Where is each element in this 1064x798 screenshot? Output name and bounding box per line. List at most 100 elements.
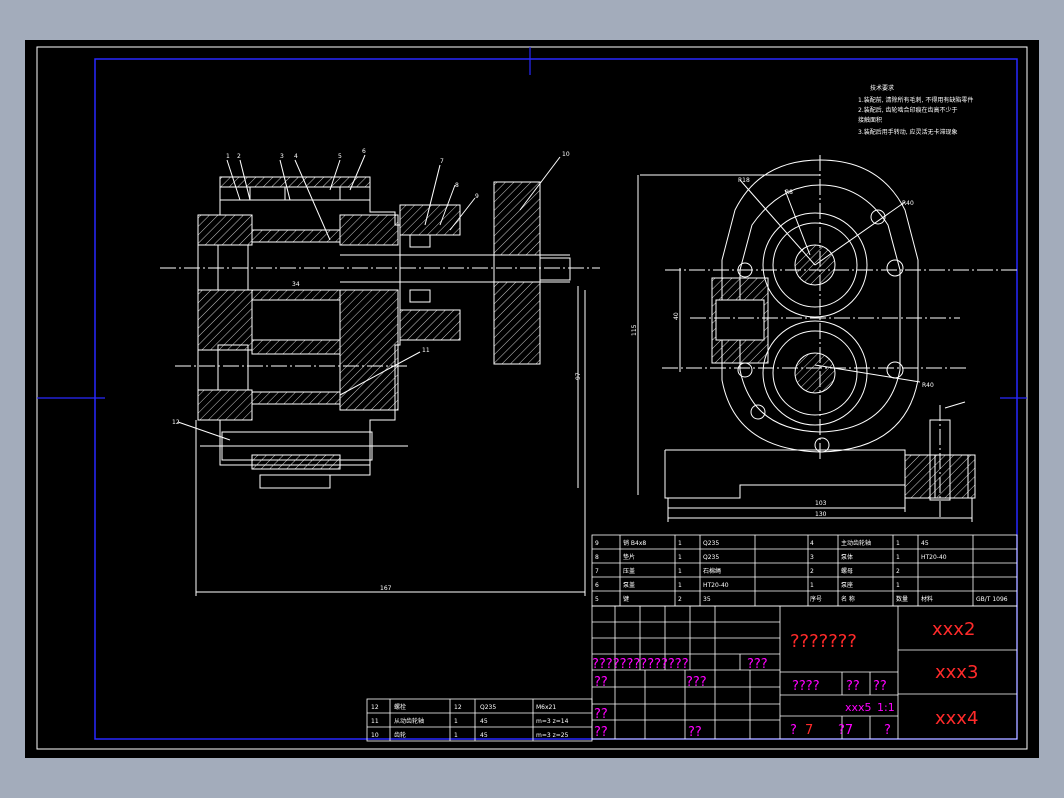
dim-r-small: R8 (785, 189, 793, 196)
sheet-label-2: 7 (805, 723, 813, 738)
part-label-8: 8 (455, 182, 459, 189)
parts-table-cell: 泵座 (841, 581, 853, 589)
parts-table-cell: 数量 (896, 595, 908, 603)
title-xxx2: xxx2 (932, 619, 975, 640)
drawing-sheet (25, 40, 1039, 758)
parts-table (591, 534, 1018, 607)
parts-table-cell: 7 (595, 568, 599, 575)
parts-table-cell: 序号 (810, 595, 822, 603)
parts-table-cell: 1 (678, 554, 682, 561)
tech-note-3: 接触面积 (858, 116, 882, 124)
dim-center-dist: 40 (673, 312, 680, 320)
bottom-table-cell: 12 (454, 704, 462, 711)
bottom-table-cell: m=3 z=14 (536, 718, 569, 725)
parts-table-last-cell: GB/T 1096 (976, 596, 1008, 603)
bottom-table-cell: 1 (454, 718, 458, 725)
parts-table-cell: Q235 (703, 540, 719, 547)
bottom-table-cell: 10 (371, 732, 379, 739)
title-xxx4: xxx4 (935, 708, 978, 729)
bottom-table-cell: 螺栓 (394, 703, 406, 711)
parts-table-cell: 2 (896, 568, 900, 575)
title-block-text: ??????? xxx2 xxx3 xxx4 ?????????????? ??… (592, 619, 978, 740)
parts-table-cell: 2 (810, 568, 814, 575)
drawing-title: ??????? (790, 631, 857, 652)
part-label-6: 6 (362, 148, 366, 155)
bottom-table-cell: 45 (480, 732, 488, 739)
bottom-table-cell: 1 (454, 732, 458, 739)
parts-table-cell: 45 (921, 540, 929, 547)
parts-table-cell: 4 (810, 540, 814, 547)
part-label-7: 7 (440, 158, 444, 165)
parts-table-cell: 2 (678, 596, 682, 603)
parts-table-cell: 1 (896, 554, 900, 561)
stage-label: ?? (594, 675, 608, 690)
stage-label-2: ??? (686, 675, 707, 690)
bottom-table-cell: 齿轮 (394, 731, 406, 739)
part-label-3: 3 (280, 153, 284, 160)
title-xxx3: xxx3 (935, 662, 978, 683)
title-block (591, 605, 1018, 740)
part-label-10: 10 (562, 151, 570, 158)
tech-note-4: 3.装配后用手转动, 应灵活无卡滞现象 (858, 128, 958, 136)
parts-table-cell: 6 (595, 582, 599, 589)
section-labels: 1 2 3 4 5 6 7 8 9 10 11 12 167 97 34 (172, 148, 582, 592)
front-view (637, 155, 1020, 522)
part-label-1: 1 (226, 153, 230, 160)
dim-gear-length: 34 (292, 281, 300, 288)
sheet-label-3: ?7 (838, 723, 853, 738)
parts-table-cell: 螺母 (841, 567, 853, 575)
approve-label: ?? (594, 725, 608, 740)
tech-note-1: 1.装配前, 清除所有毛刺, 不得用有缺陷零件 (858, 96, 973, 104)
sheet-label-1: ? (790, 723, 797, 738)
sheet-label-4: ? (884, 723, 891, 738)
dim-width-total: 130 (815, 511, 827, 518)
part-label-11: 11 (422, 347, 430, 354)
weight-label: ?? (846, 679, 860, 694)
parts-table-cell: 1 (896, 582, 900, 589)
bottom-table-cell: m=3 z=25 (536, 732, 569, 739)
parts-table-cell: 键 (623, 595, 629, 603)
process-label: ?? (594, 707, 608, 722)
parts-table-cell: HT20-40 (703, 582, 729, 589)
scale-header: ?? (873, 679, 887, 694)
parts-table-cell: 35 (703, 596, 711, 603)
dim-shaft-height: 97 (575, 372, 582, 380)
tech-notes-title: 技术要求 (870, 84, 894, 92)
center-marks (37, 47, 1027, 399)
part-label-9: 9 (475, 193, 479, 200)
parts-table-cell: 压盖 (623, 567, 635, 575)
tech-note-2: 2.装配后, 齿轮啮合印痕在齿高不少于 (858, 106, 958, 114)
designer-row-end: ??? (747, 657, 768, 672)
parts-table-cell: 5 (595, 596, 599, 603)
bottom-table-cell: 45 (480, 718, 488, 725)
tech-notes: 技术要求 1.装配前, 清除所有毛刺, 不得用有缺陷零件 2.装配后, 齿轮啮合… (858, 84, 973, 136)
parts-table-cell: 主动齿轮轴 (841, 539, 871, 547)
part-label-12: 12 (172, 419, 180, 426)
dim-radius: R40 (902, 200, 914, 207)
parts-table-cell: 9 (595, 540, 599, 547)
parts-table-cell: HT20-40 (921, 554, 947, 561)
bottom-table-cell: M6x21 (536, 704, 556, 711)
parts-table-cell: 泵盖 (623, 581, 635, 589)
designer-row: ?????????????? (592, 657, 689, 672)
parts-table-cell: 1 (678, 540, 682, 547)
parts-table-cell: 石棉绳 (703, 567, 721, 575)
parts-table-cell: 1 (810, 582, 814, 589)
dim-height: 115 (631, 324, 638, 336)
stage-row: ???? (792, 679, 820, 694)
section-view (160, 154, 600, 596)
parts-table-cell: 8 (595, 554, 599, 561)
inner-frame (94, 58, 1018, 740)
dim-r-arc: R18 (738, 177, 750, 184)
date-label: ?? (688, 725, 702, 740)
parts-table-cell: 3 (810, 554, 814, 561)
parts-table-cell: 泵体 (841, 553, 853, 561)
dim-width-inner: 103 (815, 500, 827, 507)
dim-total-length: 167 (380, 585, 392, 592)
part-label-5: 5 (338, 153, 342, 160)
parts-table-cell: 销 B4x8 (623, 539, 646, 547)
parts-table-cell: 名 称 (841, 595, 855, 603)
